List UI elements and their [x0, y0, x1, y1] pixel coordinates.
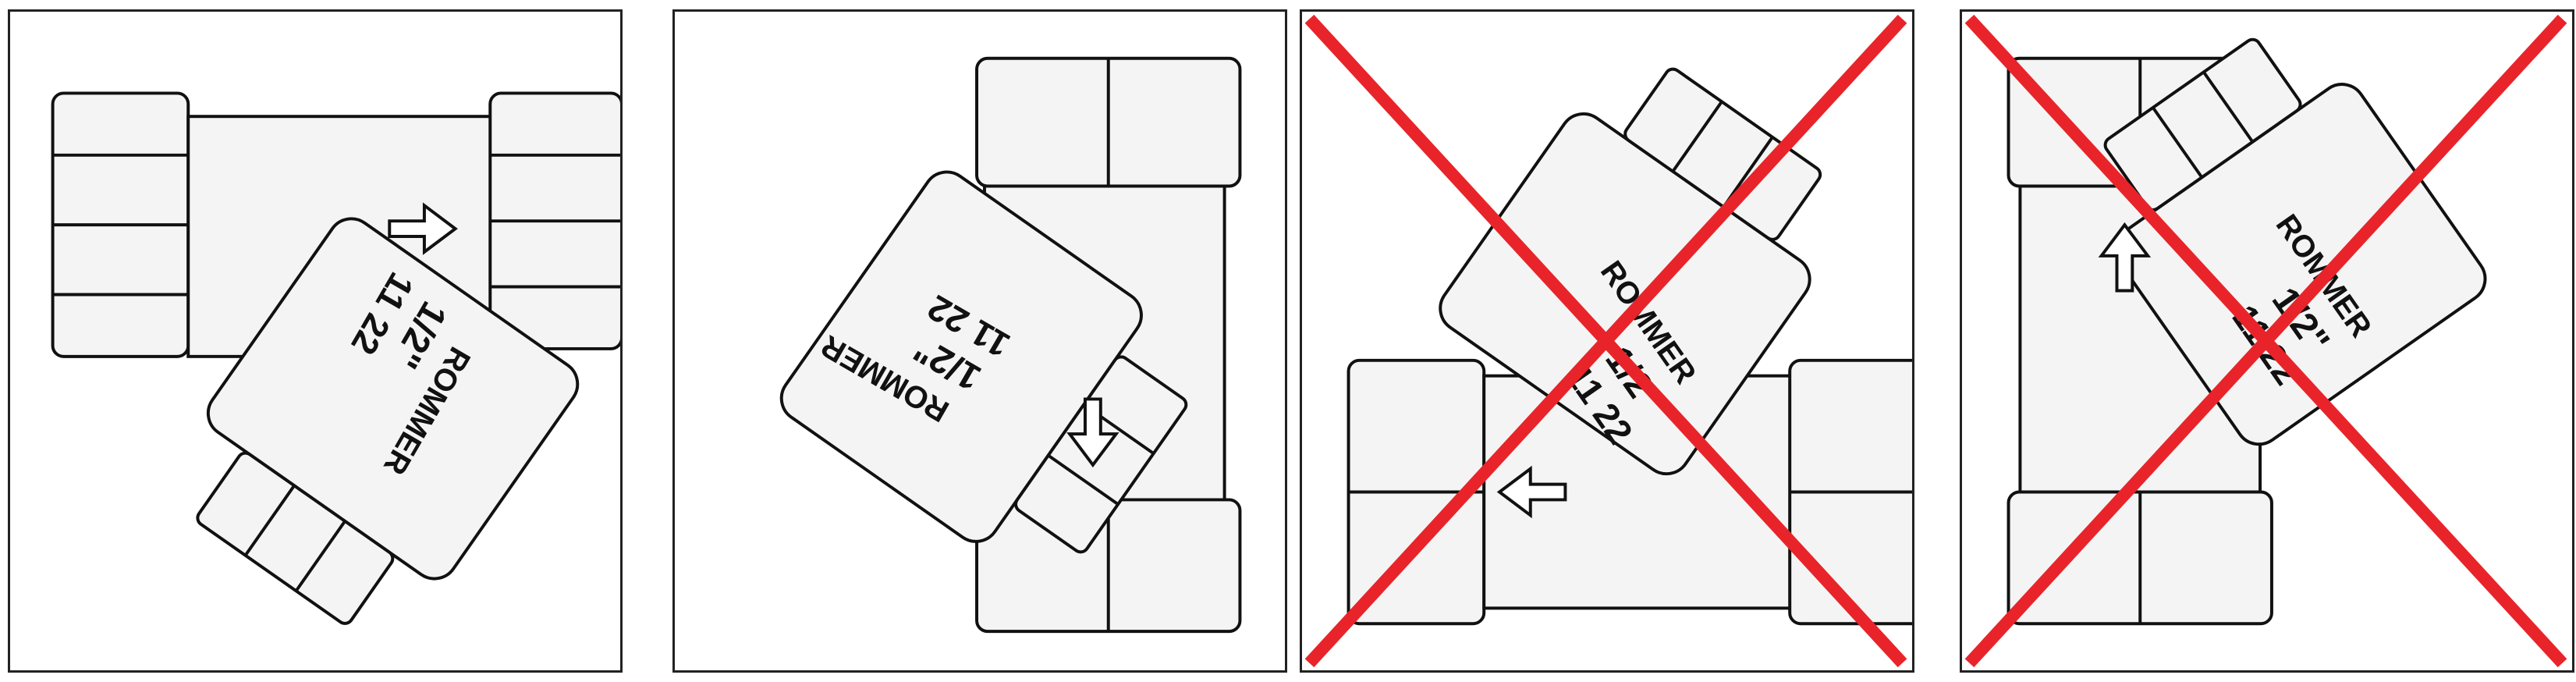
not-allowed-cross — [1964, 14, 2567, 668]
not-allowed-cross — [1304, 14, 1907, 668]
flow-arrow-up — [2098, 222, 2152, 293]
flow-arrow-down — [1066, 397, 1119, 468]
installation-panel-4: ROMMER 1/2" 11 22 — [1960, 9, 2574, 673]
flow-arrow-left — [1496, 465, 1567, 519]
installation-panel-1: 1/2" 11 22 ROMMER — [8, 9, 623, 673]
valve-drawing-4: ROMMER 1/2" 11 22 — [1964, 14, 2567, 668]
installation-panel-2: 1/2" 11 22 ROMMER — [672, 9, 1287, 673]
valve-drawing-3: ROMMER 1/2" 11 22 — [1304, 14, 1912, 668]
valve-drawing-2: 1/2" 11 22 ROMMER — [779, 56, 1242, 634]
installation-panel-3: ROMMER 1/2" 11 22 — [1300, 9, 1914, 673]
valve-drawing-1: 1/2" 11 22 ROMMER — [51, 91, 620, 625]
flow-arrow-right — [388, 202, 458, 255]
